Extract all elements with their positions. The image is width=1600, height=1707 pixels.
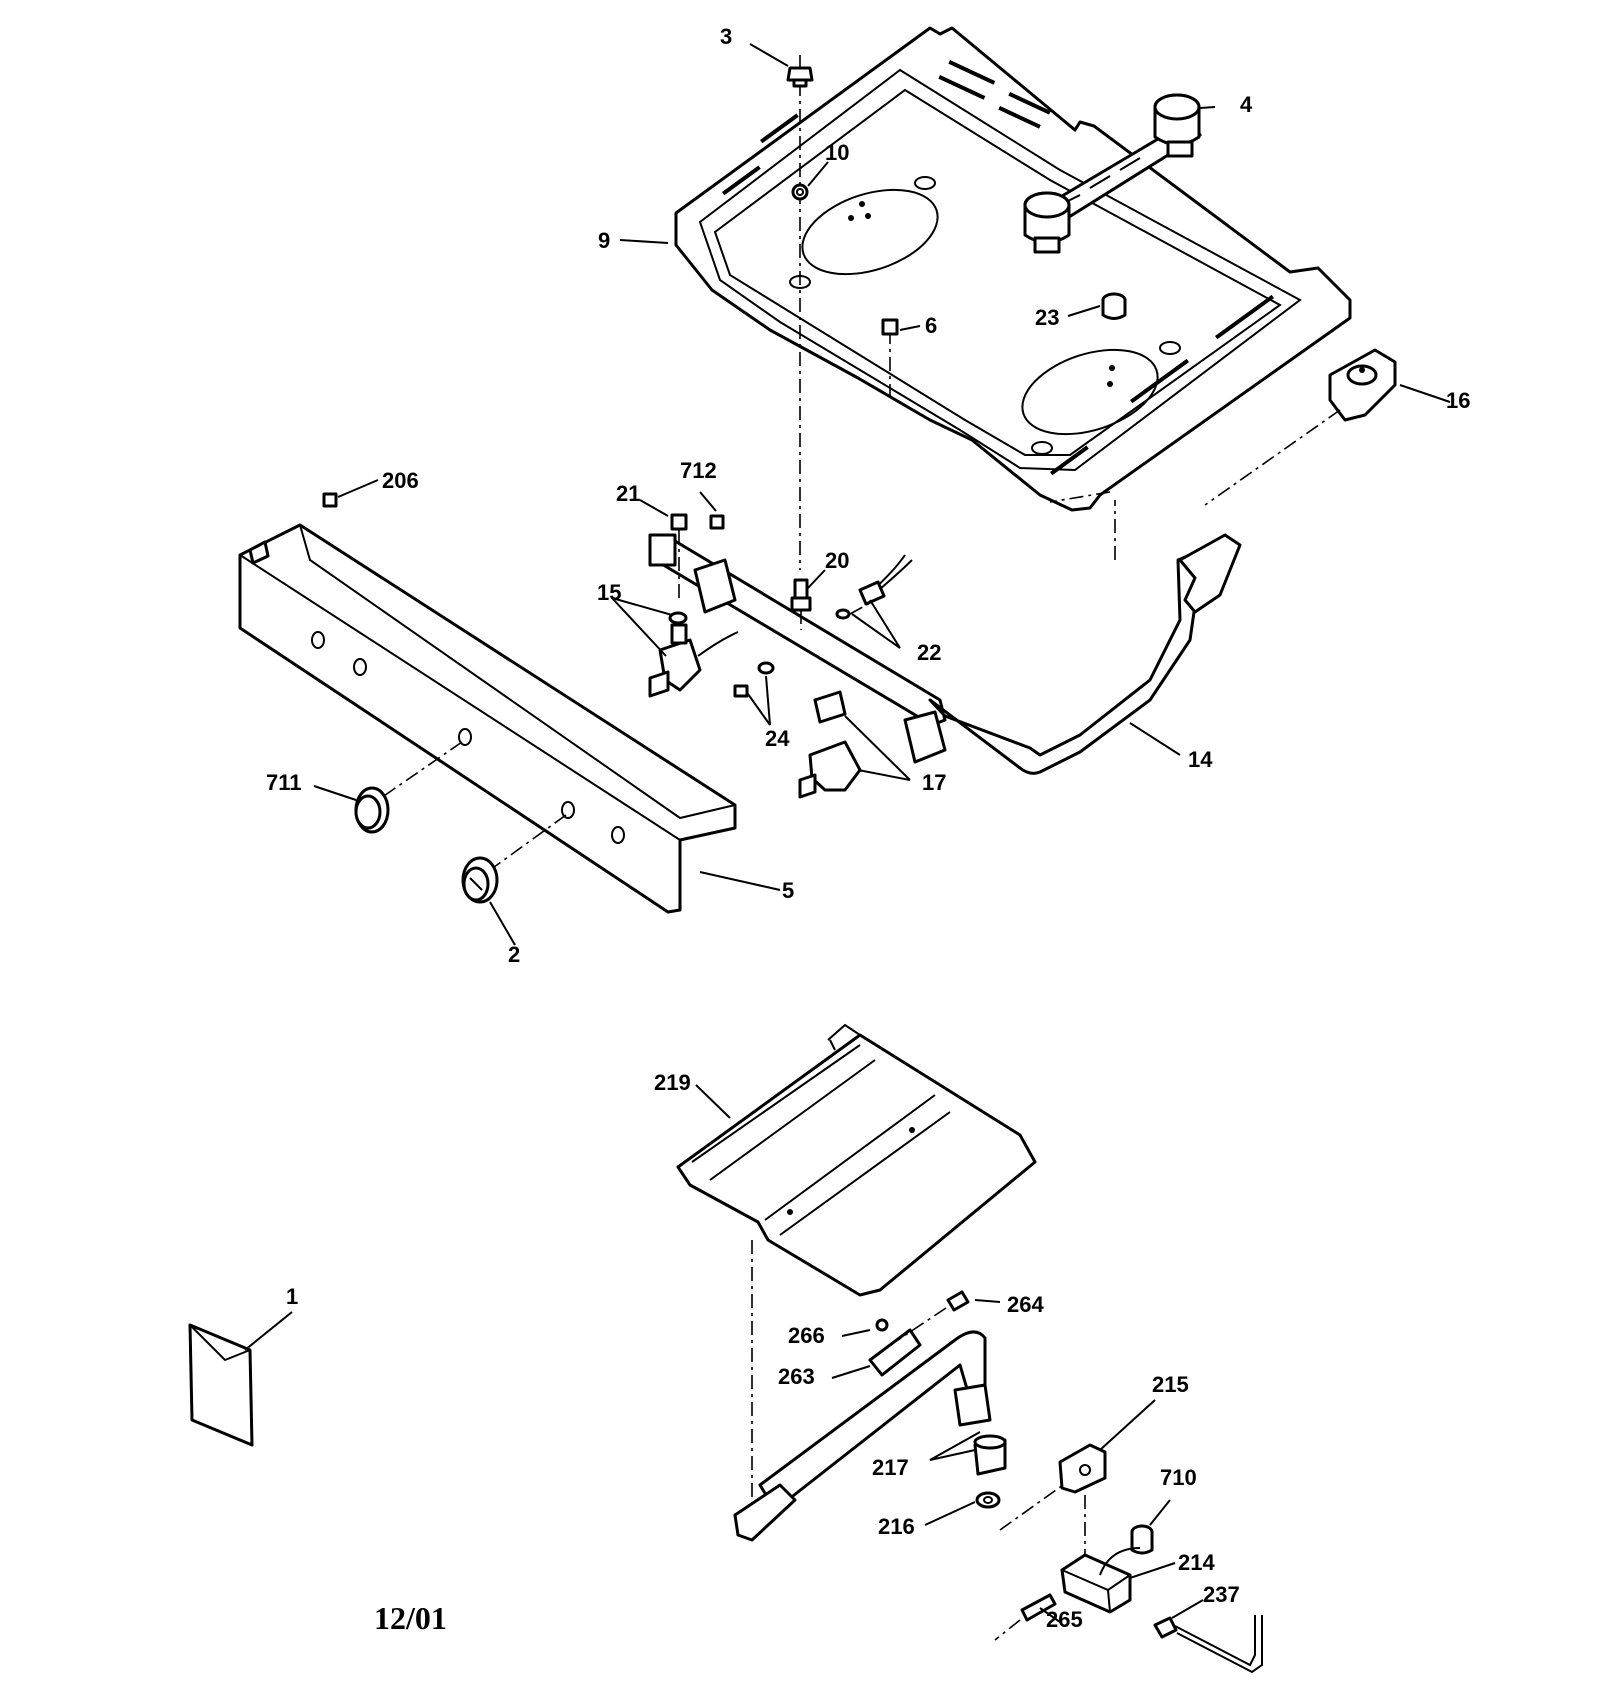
washer-24	[733, 661, 775, 698]
callout-23: 23	[1035, 305, 1059, 330]
callout-15: 15	[597, 580, 621, 605]
nut-216	[975, 1479, 1071, 1531]
leveling-bracket-16	[1204, 348, 1397, 506]
knob-2	[461, 856, 499, 904]
callout-4: 4	[1240, 92, 1253, 117]
ignitor-wire-22	[835, 554, 913, 620]
bracket-263	[868, 1318, 922, 1377]
callout-214: 214	[1178, 1550, 1215, 1575]
callout-263: 263	[778, 1364, 815, 1389]
callout-215: 215	[1152, 1372, 1189, 1397]
fitting-265	[994, 1593, 1057, 1641]
knob-711	[354, 786, 390, 834]
top-burner-assembly	[1023, 93, 1202, 254]
callout-266: 266	[788, 1323, 825, 1348]
orifice-23	[1101, 292, 1127, 320]
callout-17: 17	[922, 770, 946, 795]
callout-1: 1	[286, 1284, 298, 1309]
tube-237	[1153, 1615, 1263, 1674]
burner-shield-219	[676, 1023, 1037, 1520]
electrode-264	[894, 1290, 970, 1343]
callout-712: 712	[680, 458, 717, 483]
callout-22: 22	[917, 640, 941, 665]
callout-206: 206	[382, 468, 419, 493]
callout-217: 217	[872, 1455, 909, 1480]
callout-2: 2	[508, 942, 520, 967]
callout-9: 9	[598, 228, 610, 253]
stud-20	[790, 578, 812, 630]
callout-labels: 1 2 3 4 5 6 9 10 14 15 16 17 20 21 22 23…	[266, 24, 1470, 1632]
callout-21: 21	[616, 481, 640, 506]
callout-216: 216	[878, 1514, 915, 1539]
callout-16: 16	[1446, 388, 1470, 413]
callout-14: 14	[1188, 747, 1213, 772]
callout-20: 20	[825, 548, 849, 573]
callout-10: 10	[825, 140, 849, 165]
literature-envelope-1	[188, 1323, 254, 1447]
callout-264: 264	[1007, 1292, 1044, 1317]
callout-265: 265	[1046, 1607, 1083, 1632]
manifold-pipe	[648, 491, 1242, 775]
callout-710: 710	[1160, 1465, 1197, 1490]
valve-15	[648, 611, 739, 698]
leader-lines	[244, 43, 1451, 1623]
callout-219: 219	[654, 1070, 691, 1095]
cooktop-base-pan	[674, 26, 1352, 512]
spacer-10	[791, 183, 809, 201]
oven-burner-tube	[733, 1330, 992, 1542]
date-code: 12/01	[374, 1600, 447, 1636]
callout-237: 237	[1203, 1582, 1240, 1607]
callout-6: 6	[925, 313, 937, 338]
valve-17	[798, 690, 862, 799]
screw-21	[670, 513, 688, 600]
screw-712	[709, 514, 725, 530]
bracket-215	[1058, 1443, 1107, 1560]
callout-5: 5	[782, 878, 794, 903]
callout-711: 711	[266, 770, 302, 795]
screw-3	[786, 55, 814, 570]
control-panel-5	[238, 492, 737, 914]
callout-3: 3	[720, 24, 732, 49]
sleeve-217	[973, 1434, 1007, 1476]
screw-6	[881, 318, 899, 398]
callout-24: 24	[765, 726, 790, 751]
safety-valve-214	[1060, 1547, 1141, 1614]
